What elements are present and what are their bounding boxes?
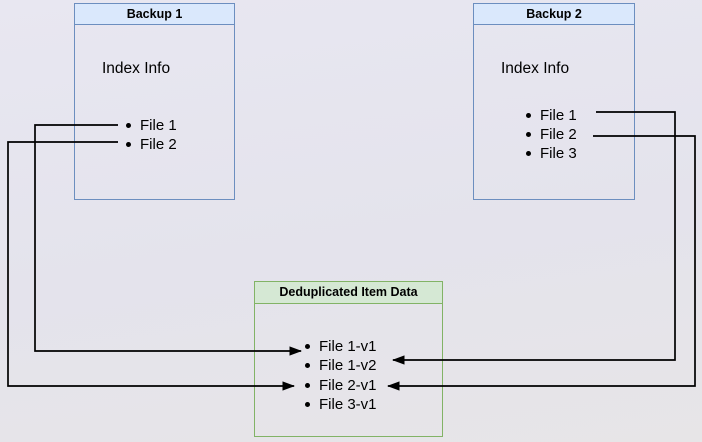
- file-version-label: File 2-v1: [319, 376, 377, 394]
- bullet-icon: [526, 151, 531, 156]
- dedup-title: Deduplicated Item Data: [255, 282, 442, 304]
- file-label: File 2: [540, 126, 577, 143]
- file-version-label: File 1-v2: [319, 357, 377, 375]
- file-label: File 1: [140, 117, 177, 134]
- file-version-label: File 1-v1: [319, 338, 377, 356]
- backup2-title: Backup 2: [474, 4, 634, 25]
- file-label: File 3: [540, 145, 577, 162]
- backup1-title: Backup 1: [75, 4, 234, 25]
- backup2-box: Backup 2 Index Info File 1 File 2 File 3: [473, 3, 635, 200]
- backup2-file-list: File 1 File 2 File 3: [526, 106, 577, 163]
- file-label: File 1: [540, 107, 577, 124]
- dedup-file-list: File 1-v1 File 1-v2 File 2-v1 File 3-v1: [305, 337, 377, 414]
- file-label: File 2: [140, 136, 177, 153]
- file-version-label: File 3-v1: [319, 396, 377, 414]
- bullet-icon: [305, 363, 310, 369]
- list-item: File 2: [526, 125, 577, 144]
- list-item: File 1: [526, 106, 577, 125]
- list-item: File 1: [126, 116, 177, 135]
- backup1-index-info-label: Index Info: [102, 60, 171, 77]
- list-item: File 2-v1: [305, 376, 377, 395]
- deduplicated-item-data-box: Deduplicated Item Data File 1-v1 File 1-…: [254, 281, 443, 437]
- list-item: File 3-v1: [305, 395, 377, 414]
- backup1-box: Backup 1 Index Info File 1 File 2: [74, 3, 235, 200]
- list-item: File 2: [126, 135, 177, 154]
- bullet-icon: [526, 132, 531, 137]
- backup2-index-info-label: Index Info: [501, 60, 570, 77]
- list-item: File 1-v1: [305, 337, 377, 356]
- list-item: File 1-v2: [305, 356, 377, 375]
- list-item: File 3: [526, 144, 577, 163]
- bullet-icon: [126, 123, 131, 128]
- bullet-icon: [305, 402, 310, 408]
- bullet-icon: [305, 344, 310, 350]
- backup1-file-list: File 1 File 2: [126, 116, 177, 154]
- bullet-icon: [305, 382, 310, 388]
- bullet-icon: [126, 142, 131, 147]
- bullet-icon: [526, 113, 531, 118]
